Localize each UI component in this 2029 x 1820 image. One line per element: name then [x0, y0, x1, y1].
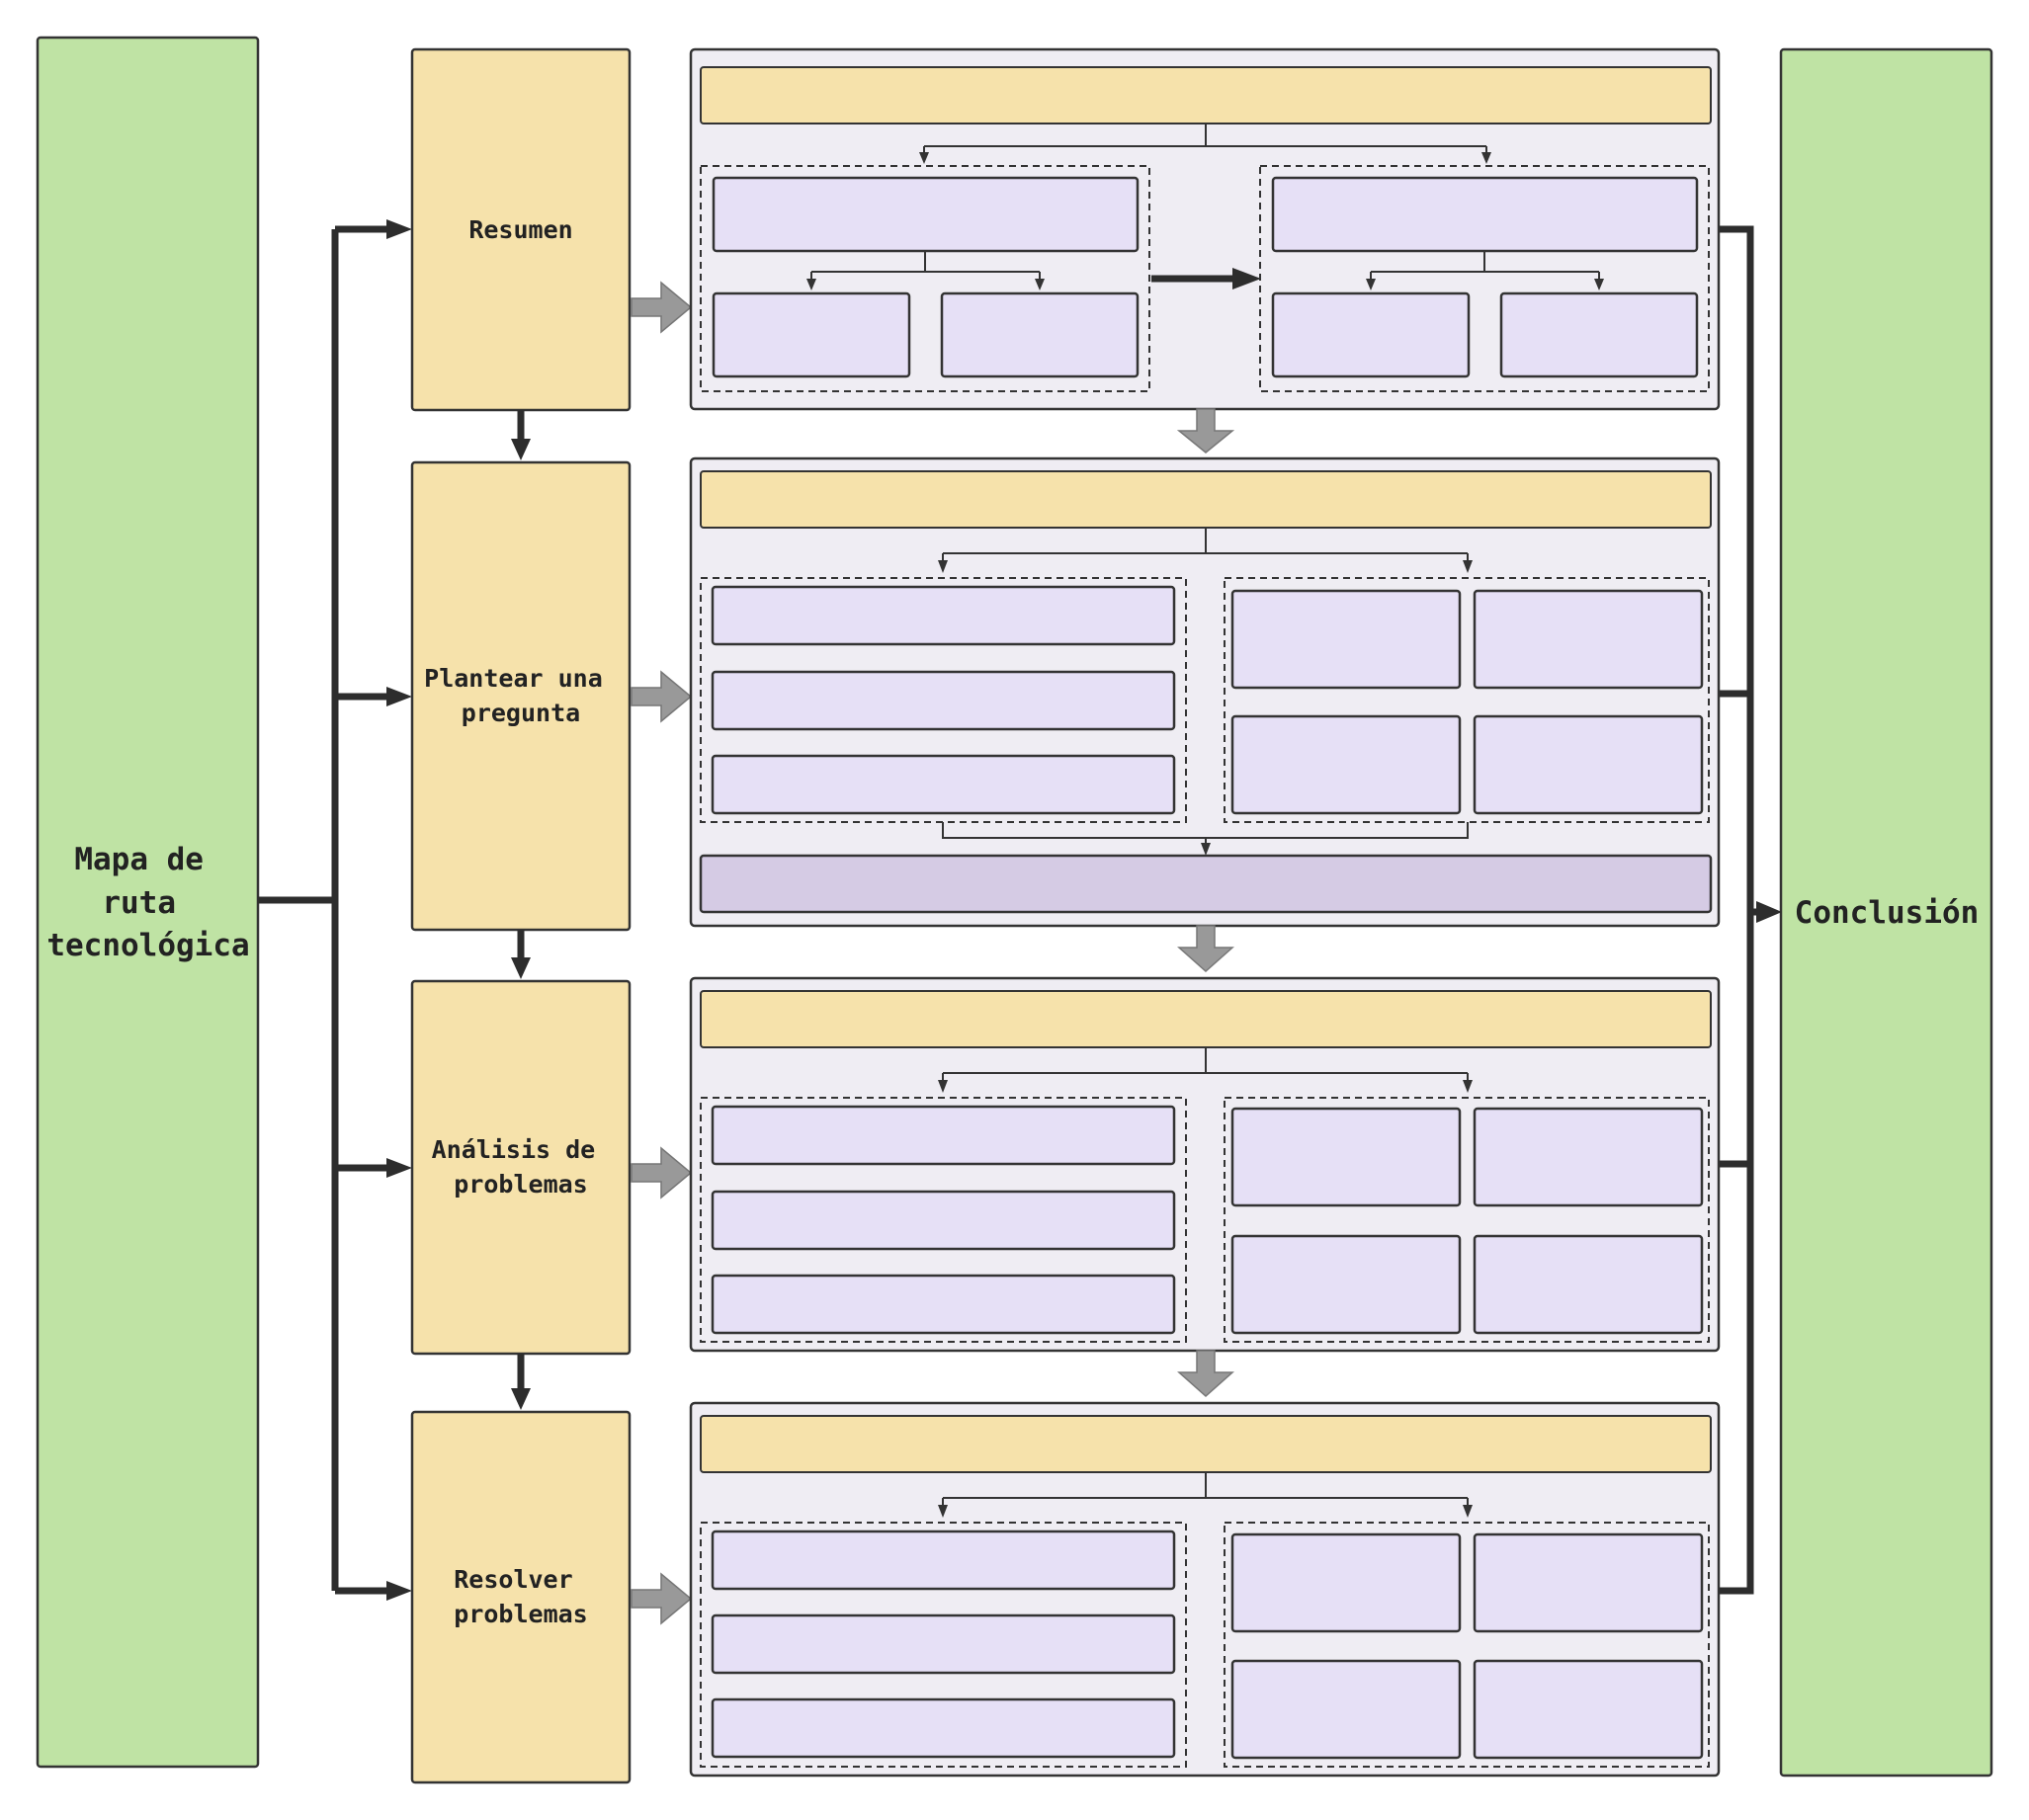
flow-down-arrow-icon: [1177, 1350, 1234, 1398]
step-resolver-problemas-label: Resolver problemas: [454, 1565, 587, 1628]
end-node: [1779, 47, 1993, 1778]
step-analisis-problemas-label: Análisis de problemas: [432, 1135, 611, 1199]
content-box: [711, 1530, 1176, 1591]
content-box: [1473, 1107, 1704, 1207]
arrow-to-step-1: [386, 219, 412, 239]
panel-header-bar: [700, 470, 1712, 529]
content-box: [1499, 291, 1699, 378]
panel-resumen: [689, 47, 1721, 411]
flow-down-arrow-icon: [1176, 408, 1235, 454]
content-box: [1473, 1532, 1704, 1633]
content-box: [711, 585, 1176, 646]
flow-down-arrow-icon: [1177, 925, 1234, 973]
content-box: [1473, 1659, 1704, 1760]
step-resumen-label: Resumen: [468, 215, 572, 244]
content-box: [1230, 1234, 1462, 1335]
dashed-group: [1224, 577, 1710, 823]
step-analisis-problemas: [410, 979, 632, 1356]
content-box: [1271, 291, 1471, 378]
summary-box: [699, 854, 1713, 914]
content-box: [711, 1697, 1176, 1759]
arrow-to-step-4: [386, 1581, 412, 1601]
step-to-panel-arrows: [631, 281, 693, 1625]
flow-arrow-icon: [631, 1572, 693, 1625]
flow-arrow-icon: [631, 1146, 693, 1200]
step-plantear-pregunta-label: Plantear una pregunta: [424, 664, 618, 727]
content-box: [1473, 1234, 1704, 1335]
dashed-group: [1224, 1522, 1710, 1768]
end-node-label: Conclusión: [1795, 895, 1980, 931]
left-bracket-connector: [258, 219, 412, 1601]
content-box: [712, 176, 1140, 253]
step-sequence-connectors: [511, 410, 531, 1410]
panel-header-bar: [700, 1415, 1712, 1473]
panel-analisis-problemas: [689, 976, 1721, 1353]
content-box: [711, 1613, 1176, 1675]
start-node-label: Mapa de ruta tecnológica: [46, 842, 249, 963]
step-plantear-pregunta: [410, 460, 632, 932]
content-box: [1230, 1107, 1462, 1207]
content-box: [711, 1274, 1176, 1335]
content-box: [1473, 589, 1704, 690]
arrow-to-step-2: [386, 687, 412, 706]
dashed-group: [700, 165, 1150, 392]
arrow-to-step-3: [386, 1158, 412, 1178]
flow-arrow-icon: [631, 670, 693, 723]
panel-resolver-problemas: [689, 1401, 1721, 1778]
content-box: [711, 754, 1176, 815]
panel-plantear-pregunta: [689, 456, 1721, 928]
content-box: [1230, 714, 1462, 815]
flow-arrow-icon: [631, 281, 693, 334]
dashed-group: [700, 577, 1187, 823]
content-box: [1230, 1659, 1462, 1760]
step-resolver-problemas: [410, 1410, 632, 1784]
content-box: [1271, 176, 1699, 253]
content-box: [1473, 714, 1704, 815]
panel-header-bar: [700, 66, 1712, 124]
dashed-group: [700, 1522, 1187, 1768]
content-box: [1230, 589, 1462, 690]
panel-header-bar: [700, 990, 1712, 1048]
dashed-group: [700, 1097, 1187, 1343]
dashed-group: [1224, 1097, 1710, 1343]
content-box: [711, 670, 1176, 731]
arrow-to-end-node: [1756, 901, 1782, 923]
content-box: [711, 1190, 1176, 1251]
right-bracket-connector: [1720, 225, 1782, 1595]
content-box: [711, 1105, 1176, 1166]
content-box: [1230, 1532, 1462, 1633]
dashed-group: [1259, 165, 1710, 392]
content-box: [940, 291, 1140, 378]
content-box: [712, 291, 911, 378]
